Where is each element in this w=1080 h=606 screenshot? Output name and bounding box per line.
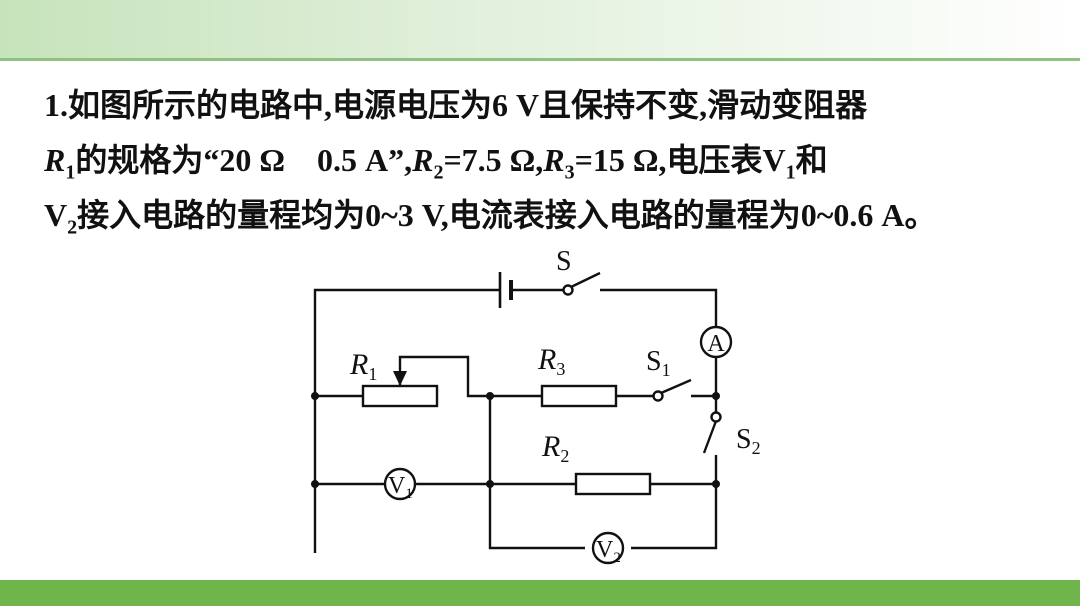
wire-top-right (600, 288, 718, 327)
s1-label-sub: 1 (662, 360, 671, 380)
r2-label-letter: R (541, 430, 560, 463)
v1-label-letter: V (388, 473, 406, 499)
voltmeter-v2-label: V2 (596, 537, 621, 566)
problem-text-4: =15 Ω,电压表V (574, 142, 786, 178)
v2-label-sub: 2 (613, 550, 621, 566)
s2-label-letter: S (736, 424, 752, 455)
resistor-r2-label: R2 (541, 430, 569, 466)
junction-right-r2 (712, 480, 720, 488)
junction-left-r1 (311, 392, 319, 400)
v2-symbol: V (44, 197, 68, 233)
wire-top-left (313, 288, 500, 553)
resistor-r1-label: R1 (349, 348, 377, 384)
switch-s-pivot (562, 284, 574, 296)
resistor-r2 (574, 472, 652, 496)
v1-subscript: 1 (785, 161, 796, 184)
s1-label-letter: S (646, 346, 662, 377)
r3-label-letter: R (537, 343, 556, 376)
switch-s2-pivot (710, 411, 722, 423)
junction-middle-r2 (486, 480, 494, 488)
switch-s2-blade (702, 420, 718, 454)
switch-s-blade (570, 271, 601, 289)
v1-label-sub: 1 (405, 486, 413, 502)
voltmeter-v1-label: V1 (388, 473, 413, 502)
ammeter-label: A (707, 331, 725, 357)
problem-text-3: =7.5 Ω, (443, 142, 544, 178)
r2-label-sub: 2 (560, 446, 569, 466)
switch-s2-label: S2 (736, 424, 761, 458)
r2-symbol: R (412, 142, 434, 178)
problem-text-6: 接入电路的量程均为0~3 V,电流表接入电路的量程为0~0.6 A。 (77, 197, 937, 233)
footer-band (0, 580, 1080, 606)
r3-symbol: R (543, 142, 565, 178)
resistor-r3 (540, 384, 618, 408)
junction-right-top (712, 392, 720, 400)
problem-text-5: 和 (795, 142, 828, 178)
junction-middle-top (486, 392, 494, 400)
problem-text-1: 1.如图所示的电路中,电源电压为6 V且保持不变,滑动变阻器 (44, 87, 868, 123)
wire-middle-vertical (488, 396, 585, 550)
r1-symbol: R (44, 142, 66, 178)
v2-subscript: 2 (67, 216, 78, 239)
switch-s1-label: S1 (646, 346, 671, 380)
r1-slider-arrowhead (393, 371, 407, 386)
junction-left-v1 (311, 480, 319, 488)
r1-label-sub: 1 (368, 364, 377, 384)
r1-subscript: 1 (65, 161, 76, 184)
r2-subscript: 2 (433, 161, 444, 184)
header-rule (0, 58, 1080, 61)
switch-s1-blade (660, 378, 692, 395)
switch-s-label: S (556, 246, 572, 277)
wire-r1-slider (398, 355, 490, 398)
resistor-r3-label: R3 (537, 343, 565, 379)
r3-label-sub: 3 (556, 359, 565, 379)
voltmeter-v2-symbol (591, 531, 625, 565)
r3-subscript: 3 (564, 161, 575, 184)
v2-label-letter: V (596, 537, 614, 563)
header-band (0, 0, 1080, 58)
r1-label-letter: R (349, 348, 368, 381)
s2-label-sub: 2 (752, 438, 761, 458)
resistor-r1 (361, 384, 439, 408)
switch-s1-pivot (652, 390, 664, 402)
problem-text-2: 的规格为“20 Ω 0.5 A”, (75, 142, 413, 178)
wire-s2-bottom (631, 455, 718, 550)
